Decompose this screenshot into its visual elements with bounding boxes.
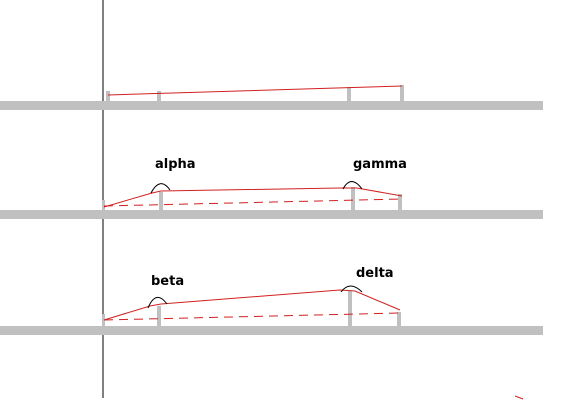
bump-gamma	[342, 181, 363, 190]
post-3d	[397, 312, 401, 328]
post-2a	[102, 200, 105, 212]
post-2d	[398, 194, 402, 211]
post-1a	[106, 91, 110, 102]
profile-line-3	[103, 289, 401, 321]
label-delta: delta	[356, 266, 394, 281]
post-2c	[351, 187, 355, 211]
dashed-baseline-2	[103, 198, 403, 207]
post-2b	[159, 192, 163, 211]
rail-2	[0, 210, 543, 219]
profile-line-2	[103, 187, 403, 208]
post-3c	[348, 291, 352, 328]
rail-1	[0, 101, 543, 110]
stray-mark	[514, 395, 524, 400]
rail-3	[0, 326, 543, 335]
row-2: alpha gamma	[0, 157, 543, 219]
label-gamma: gamma	[353, 157, 407, 172]
bump-delta	[340, 285, 363, 293]
post-1b	[157, 91, 161, 102]
dashed-baseline-3	[103, 312, 401, 321]
bump-beta	[147, 297, 168, 309]
span-line-1	[107, 85, 403, 96]
post-1c	[347, 87, 351, 110]
row-1	[0, 85, 543, 110]
post-3a	[102, 314, 105, 328]
bump-alpha	[150, 183, 171, 194]
post-3b	[157, 306, 161, 328]
row-3: beta delta	[0, 266, 543, 335]
label-beta: beta	[151, 274, 184, 289]
post-1d	[400, 85, 404, 102]
label-alpha: alpha	[155, 157, 196, 172]
